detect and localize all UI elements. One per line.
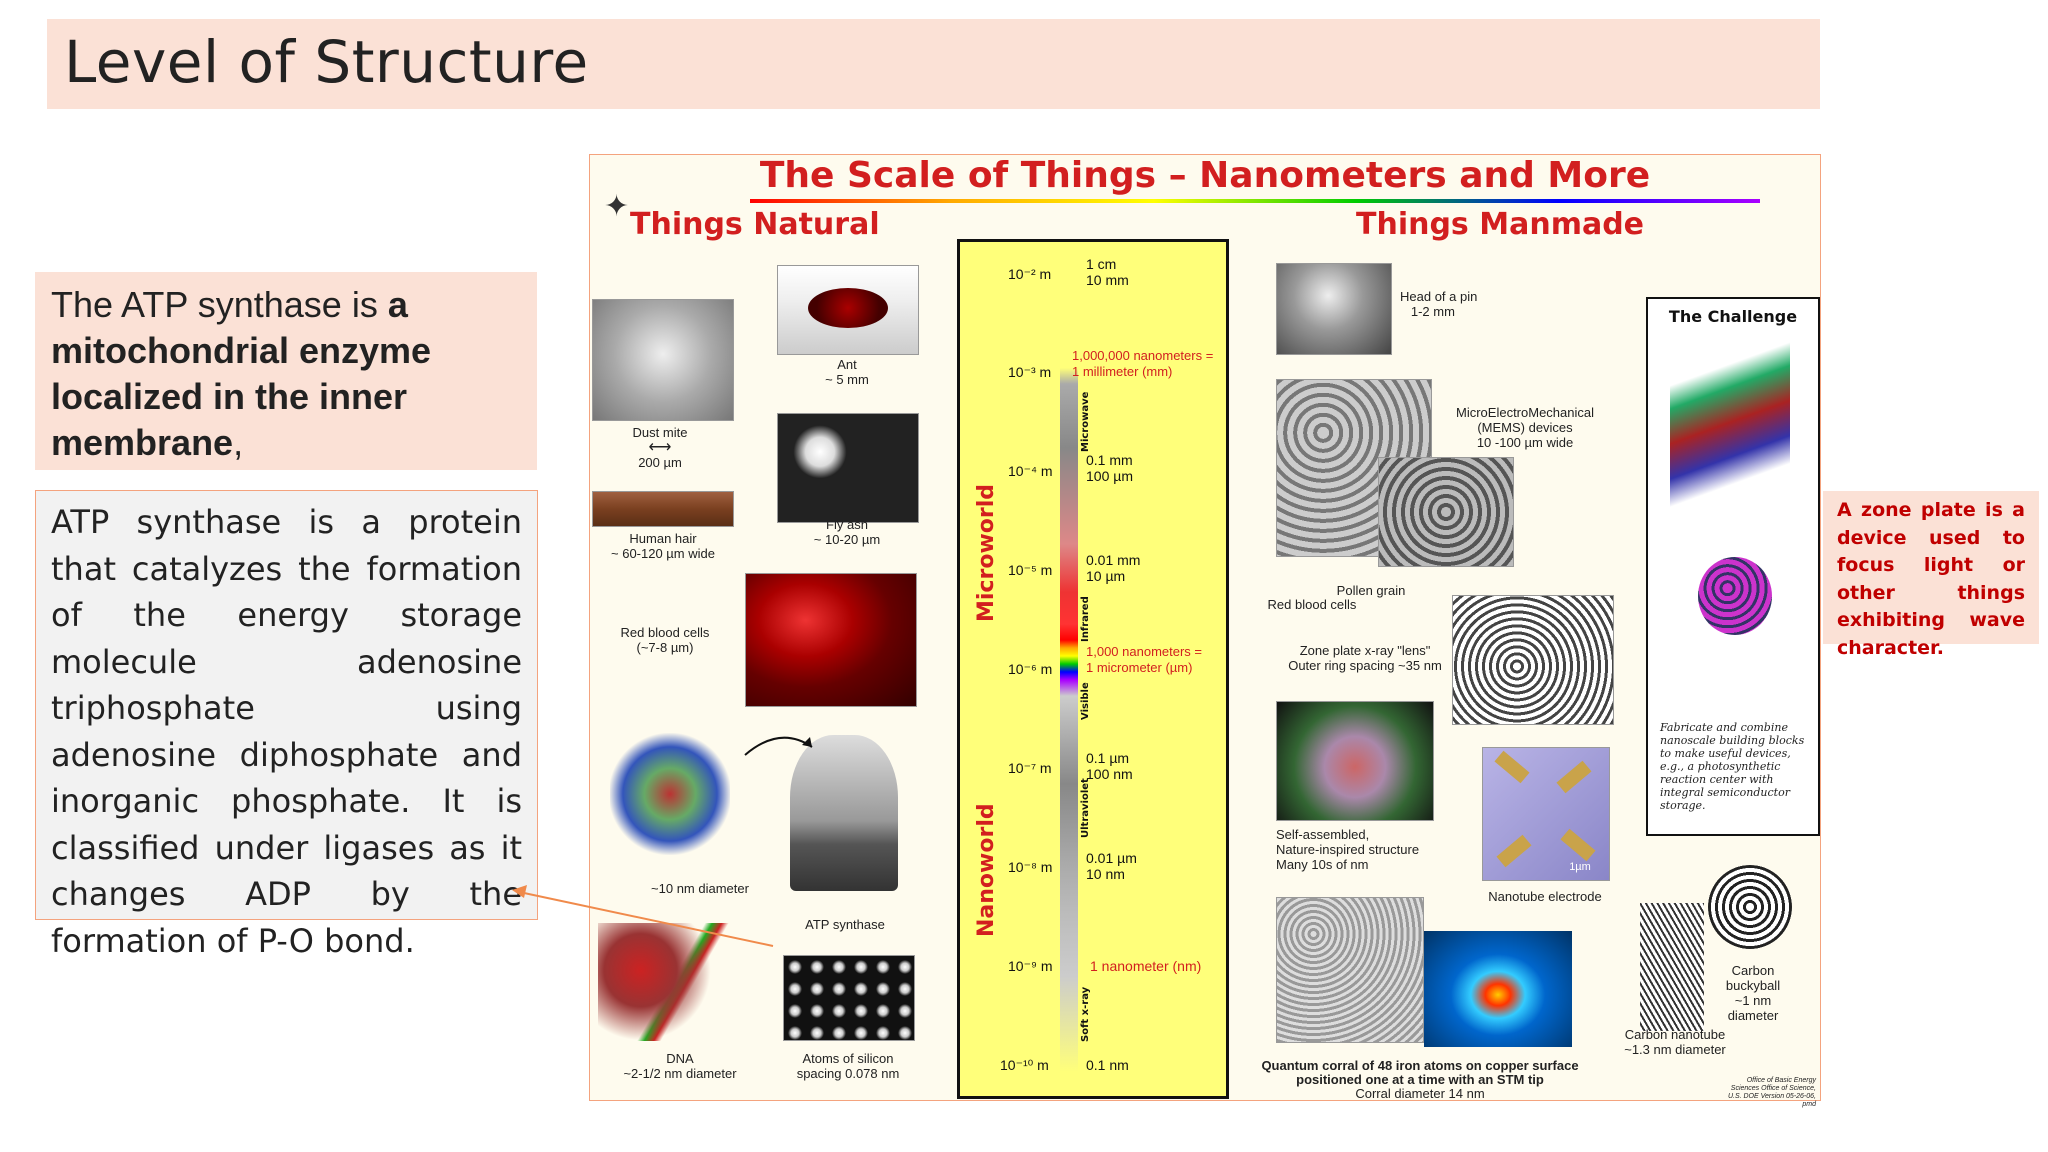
red-blood-cells-photo	[745, 573, 917, 707]
atp-synthase-caption: ATP synthase	[805, 917, 885, 932]
ant-photo	[777, 265, 919, 355]
tick-1e-4: 10⁻⁴ m	[1008, 463, 1053, 479]
band-visible: Visible	[1080, 682, 1091, 720]
figure-title: The Scale of Things – Nanometers and Mor…	[759, 155, 1651, 196]
atp-definition-box: The ATP synthase is a mitochondrial enzy…	[35, 272, 537, 470]
atp-definition-lead: The ATP synthase is	[51, 284, 388, 325]
tick-1e-3: 10⁻³ m	[1008, 364, 1052, 380]
things-natural-heading: Things Natural	[630, 207, 880, 242]
quantum-corral-3d-image	[1424, 931, 1572, 1047]
micron-scale-label: 1µm	[1569, 861, 1591, 873]
nanocrystal-image	[1698, 557, 1772, 635]
mems-gear-photo	[1378, 457, 1514, 567]
challenge-heading: The Challenge	[1668, 307, 1798, 326]
self-assembled-photo	[1276, 701, 1434, 821]
tick-1e-8: 10⁻⁸ m	[1008, 859, 1053, 875]
zone-plate-caption: Zone plate x-ray "lens"Outer ring spacin…	[1288, 643, 1442, 673]
band-ultraviolet: Ultraviolet	[1080, 778, 1091, 838]
mosquito-icon: ✦	[604, 190, 630, 223]
protein-caption: ~10 nm diameter	[651, 881, 749, 896]
nanoworld-label: Nanoworld	[974, 803, 999, 937]
things-manmade-heading: Things Manmade	[1356, 207, 1645, 242]
atp-synthase-image	[790, 735, 898, 891]
tick-1e-2: 10⁻² m	[1008, 266, 1052, 282]
curved-arrow-icon	[744, 736, 813, 756]
atp-definition-bold: a mitochondrial enzyme localized in the …	[51, 284, 432, 463]
slide-title: Level of Structure	[64, 28, 589, 96]
band-infrared: Infrared	[1080, 596, 1091, 642]
carbon-nanotube-image	[1640, 903, 1704, 1031]
red-blood-cells-2-caption: Red blood cells	[1267, 597, 1357, 612]
quantum-corral-photo	[1276, 897, 1424, 1043]
scale-of-things-figure: The Scale of Things – Nanometers and Mor…	[589, 154, 1821, 1108]
figure-credit: Office of Basic Energy Sciences Office o…	[1727, 1077, 1816, 1108]
dna-caption: DNA~2-1/2 nm diameter	[623, 1051, 737, 1081]
fly-ash-photo	[777, 413, 919, 523]
label-1nm: 1 nanometer (nm)	[1090, 958, 1202, 974]
human-hair-photo	[592, 491, 734, 527]
photosynthetic-molecule-image	[1670, 339, 1790, 529]
band-microwave: Microwave	[1080, 391, 1091, 452]
spectrum-bar	[1060, 272, 1078, 1072]
tick-1e-6: 10⁻⁶ m	[1008, 661, 1053, 677]
red-blood-cells-caption: Red blood cells(~7-8 µm)	[620, 625, 710, 655]
tick-1e-5: 10⁻⁵ m	[1008, 562, 1053, 578]
silicon-atoms-image	[783, 955, 915, 1041]
nanotube-electrode-caption: Nanotube electrode	[1488, 889, 1602, 904]
rainbow-rule	[750, 199, 1760, 203]
atp-definition-tail: ,	[233, 422, 244, 463]
pin-caption: Head of a pin 1-2 mm	[1400, 289, 1478, 319]
quantum-corral-caption: Quantum corral of 48 iron atoms on coppe…	[1261, 1058, 1579, 1101]
label-0-1nm: 0.1 nm	[1086, 1057, 1129, 1073]
zone-plate-photo	[1452, 595, 1614, 725]
nanotube-caption: Carbon nanotube~1.3 nm diameter	[1624, 1027, 1726, 1057]
tick-1e-10: 10⁻¹⁰ m	[1000, 1057, 1049, 1073]
title-bar: Level of Structure	[47, 19, 1820, 109]
dust-mite-photo	[592, 299, 734, 421]
microworld-label: Microworld	[974, 483, 999, 622]
scale-ruler: 10⁻² m 10⁻³ m 10⁻⁴ m 10⁻⁵ m 10⁻⁶ m 10⁻⁷ …	[957, 239, 1229, 1099]
challenge-text: Fabricate and combine nanoscale building…	[1660, 721, 1805, 812]
ant-caption: Ant~ 5 mm	[825, 357, 869, 387]
pin-head-photo	[1276, 263, 1392, 355]
buckyball-image	[1708, 865, 1792, 949]
label-1mm: 1,000,000 nanometers =1 millimeter (mm)	[1072, 348, 1214, 379]
label-1um: 1,000 nanometers =1 micrometer (µm)	[1086, 644, 1202, 675]
dust-mite-caption: Dust mite⟷200 µm	[632, 425, 688, 470]
self-assembled-caption: Self-assembled,Nature-inspired structure…	[1276, 827, 1420, 872]
pollen-caption: Pollen grain	[1336, 583, 1406, 598]
tick-1e-7: 10⁻⁷ m	[1008, 760, 1052, 776]
nanotube-electrode-photo: 1µm	[1482, 747, 1610, 881]
fly-ash-caption: Fly ash~ 10-20 µm	[813, 517, 881, 547]
zone-plate-note: A zone plate is a device used to focus l…	[1823, 491, 2039, 659]
tick-1e-9: 10⁻⁹ m	[1008, 958, 1053, 974]
challenge-panel: The Challenge Fabricate and combine nano…	[1646, 297, 1820, 836]
atp-description-box: ATP synthase is a protein that catalyzes…	[35, 490, 538, 960]
dna-image	[598, 923, 768, 1041]
protein-structure-image	[610, 733, 730, 855]
human-hair-caption: Human hair~ 60-120 µm wide	[611, 531, 715, 561]
band-soft-xray: Soft x-ray	[1080, 986, 1091, 1042]
